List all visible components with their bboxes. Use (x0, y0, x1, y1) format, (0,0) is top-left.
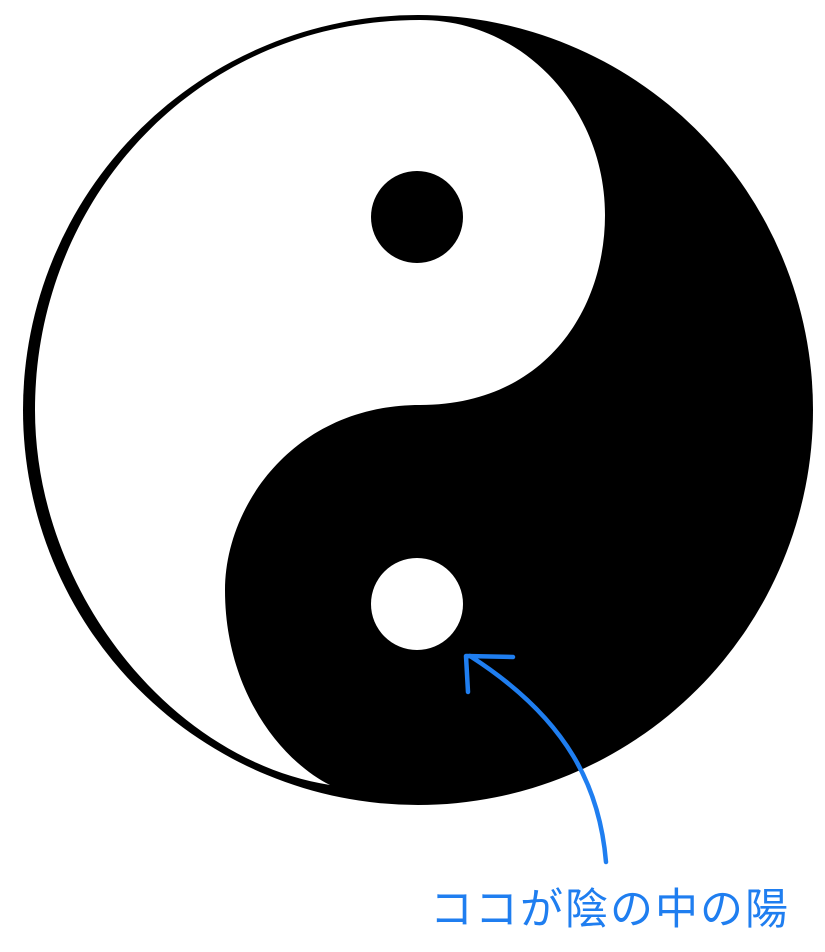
annotation-label: ココが陰の中の陽 (430, 885, 790, 935)
annotation-arrow-shaft (467, 653, 609, 865)
yang-dot (371, 558, 463, 650)
annotation-arrow-head (463, 653, 516, 695)
yin-dot (371, 171, 463, 263)
